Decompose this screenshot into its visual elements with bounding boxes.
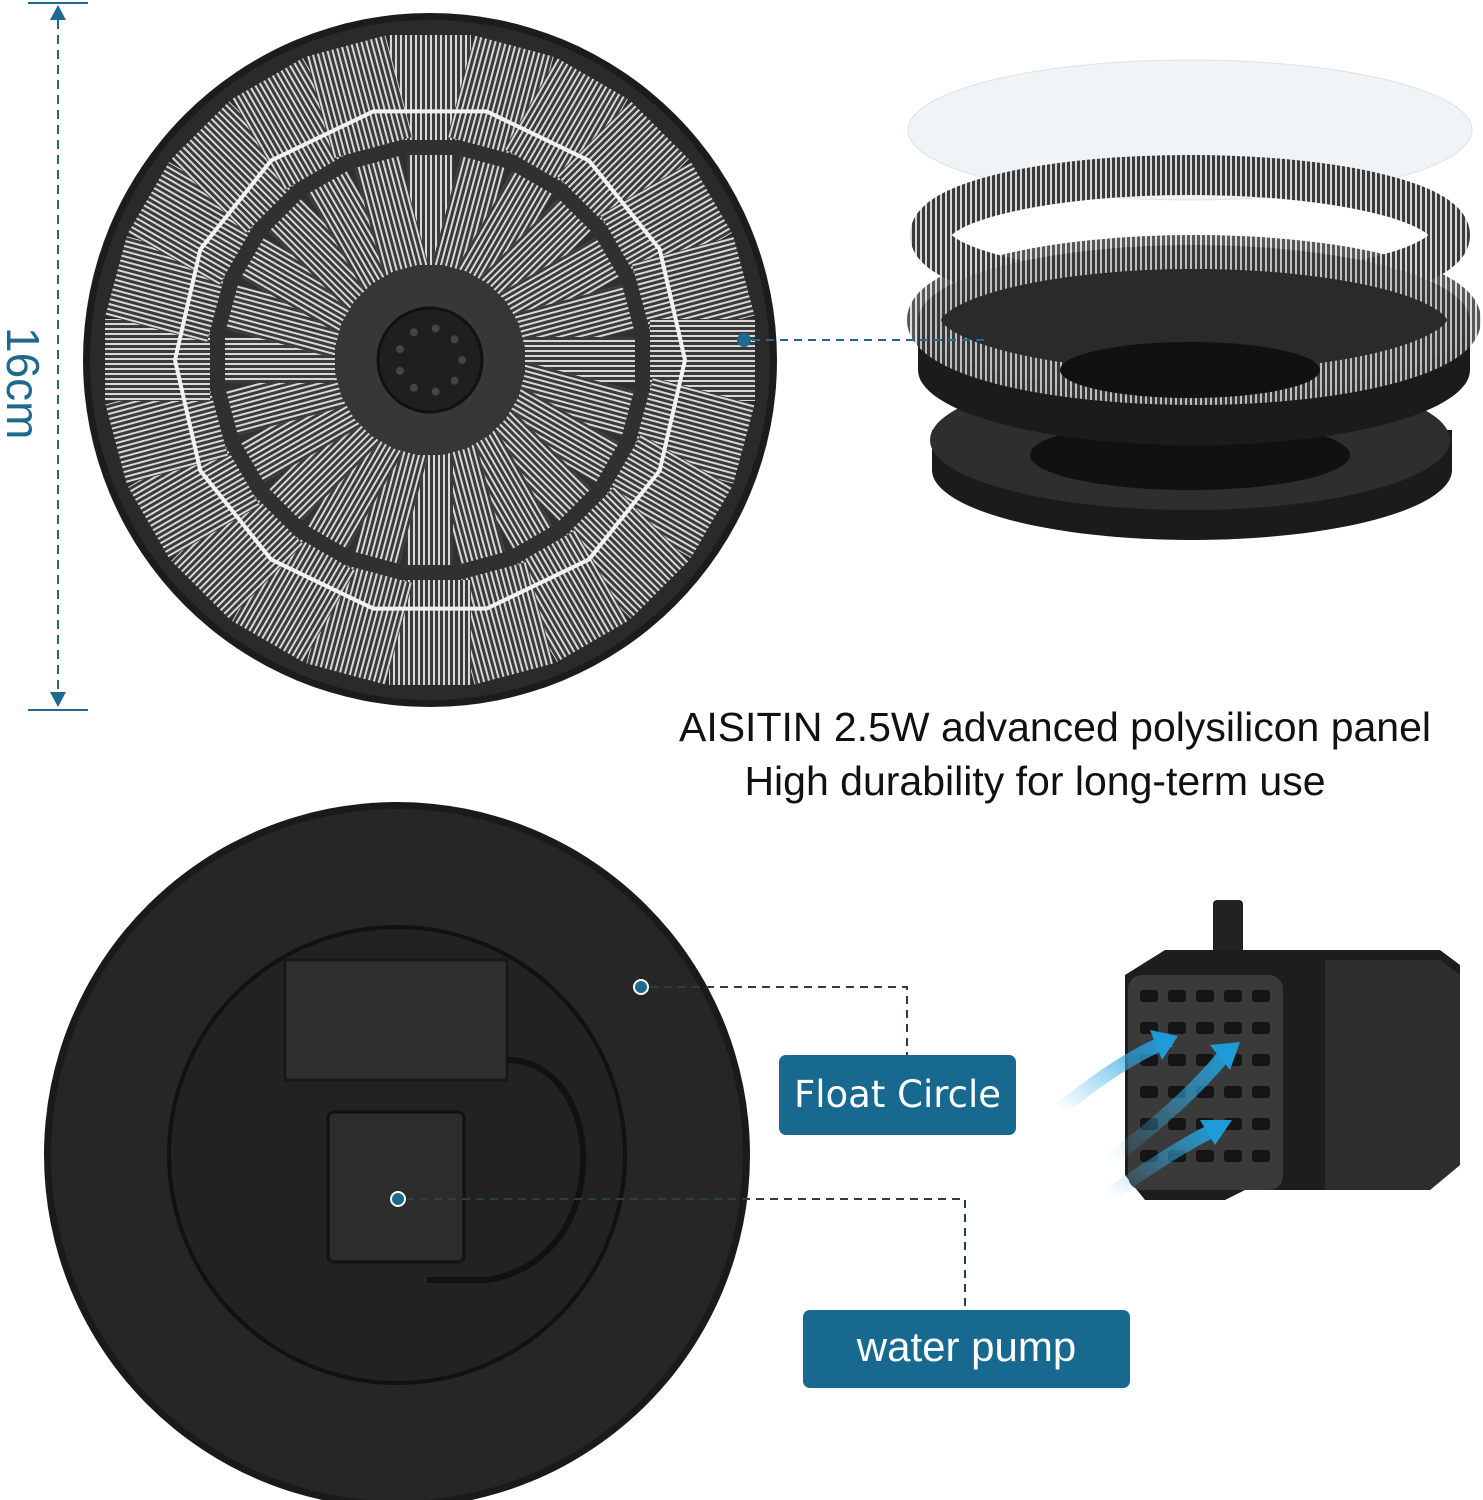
solar-panel-top-view xyxy=(83,13,777,707)
airflow-arrow-icon xyxy=(1055,1030,1240,1201)
dimension-label: 16cm xyxy=(0,327,49,440)
solar-cell xyxy=(171,101,304,234)
solar-cell xyxy=(268,410,380,522)
solar-cell xyxy=(240,237,360,333)
solar-cell xyxy=(504,530,629,662)
panel-callout-line xyxy=(737,333,990,347)
solar-cell xyxy=(480,410,592,522)
pump-housing xyxy=(326,1110,466,1264)
solar-cell xyxy=(515,362,634,436)
solar-cell xyxy=(504,58,629,190)
dimension-line xyxy=(28,2,88,711)
solar-cell xyxy=(432,156,506,275)
solar-cell xyxy=(480,198,592,310)
exploded-view xyxy=(907,59,1481,540)
solar-cell xyxy=(650,319,755,401)
headline-line-2: High durability for long-term use xyxy=(744,758,1326,804)
solar-cell xyxy=(171,486,304,619)
float-circle-label: Float Circle xyxy=(779,1055,1016,1135)
solar-cell xyxy=(307,430,403,550)
solar-cell xyxy=(268,198,380,310)
solar-cell xyxy=(556,101,689,234)
water-pump-illustration xyxy=(1055,900,1460,1201)
solar-cell xyxy=(105,319,210,401)
solar-cell xyxy=(306,35,413,159)
solar-cell xyxy=(354,156,428,275)
float-circle-bottom-view xyxy=(44,802,750,1500)
solar-cell xyxy=(307,170,403,290)
solar-cell xyxy=(500,237,620,333)
solar-cell xyxy=(231,530,356,662)
solar-cell xyxy=(240,387,360,483)
nozzle-icon xyxy=(376,306,484,414)
solar-cell xyxy=(500,387,620,483)
solar-cell xyxy=(447,561,554,685)
battery-box xyxy=(283,958,509,1082)
solar-cell xyxy=(457,170,553,290)
water-pump-label: water pump xyxy=(803,1310,1130,1388)
solar-cell xyxy=(354,445,428,564)
solar-cell xyxy=(556,486,689,619)
solar-cell xyxy=(600,434,732,559)
headline-line-1: AISITIN 2.5W advanced polysilicon panel xyxy=(678,704,1432,750)
solar-cell xyxy=(457,430,553,550)
callout-lines xyxy=(406,986,966,1310)
solar-cell xyxy=(128,161,260,286)
solar-cell xyxy=(600,161,732,286)
solar-cell xyxy=(231,58,356,190)
solar-cell xyxy=(226,284,345,358)
solar-cell xyxy=(128,434,260,559)
